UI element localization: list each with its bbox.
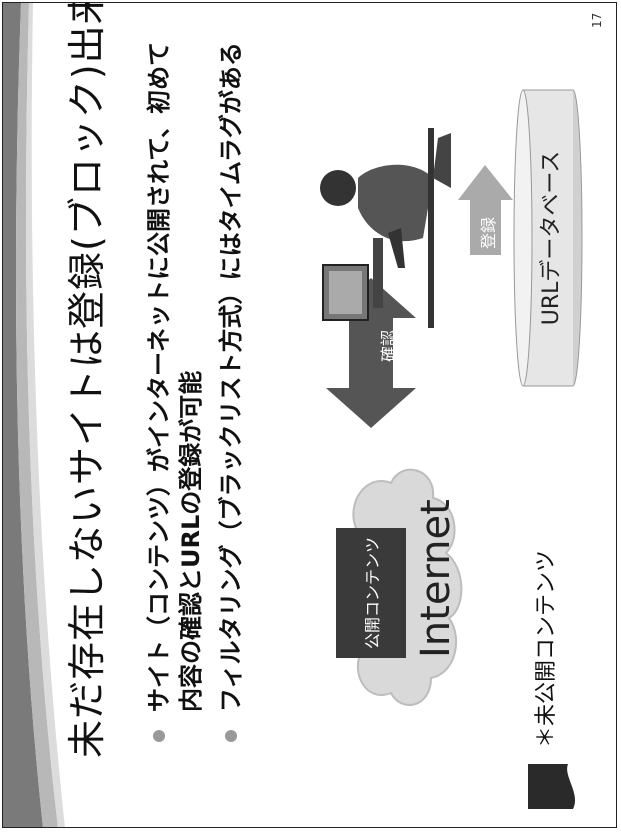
register-label: 登録 bbox=[479, 217, 498, 250]
register-arrow-icon bbox=[458, 165, 513, 255]
slide: 未だ存在しないサイトは登録(ブロック)出来ない サイト（コンテンツ）がインターネ… bbox=[3, 2, 616, 827]
slide-title: 未だ存在しないサイトは登録(ブロック)出来ない bbox=[65, 2, 109, 758]
legend-text: ＊未公開コンテンツ bbox=[534, 549, 559, 748]
bullet-item: フィルタリング（ブラックリスト方式）にはタイムラグがある bbox=[215, 28, 247, 748]
database-label: URLデータベース bbox=[539, 150, 564, 326]
bullet-text: サイト（コンテンツ）がインターネットに公開されて、初めて内容の確認とURLの登録… bbox=[145, 41, 205, 712]
decorative-swoosh bbox=[3, 3, 65, 827]
bullet-text: フィルタリング（ブラックリスト方式）にはタイムラグがある bbox=[217, 42, 245, 712]
person-at-computer-icon bbox=[320, 128, 451, 328]
bullet-dot-icon bbox=[153, 730, 165, 742]
document-icon bbox=[528, 764, 575, 809]
internet-label: Internet bbox=[413, 499, 459, 658]
bullet-list: サイト（コンテンツ）がインターネットに公開されて、初めて内容の確認とURLの登録… bbox=[143, 28, 255, 748]
page-number: 17 bbox=[590, 12, 604, 28]
bullet-dot-icon bbox=[225, 730, 237, 742]
database-icon bbox=[513, 89, 583, 387]
bullet-item: サイト（コンテンツ）がインターネットに公開されて、初めて内容の確認とURLの登録… bbox=[143, 28, 207, 748]
public-content-box: 公開コンテンツ bbox=[336, 528, 406, 658]
